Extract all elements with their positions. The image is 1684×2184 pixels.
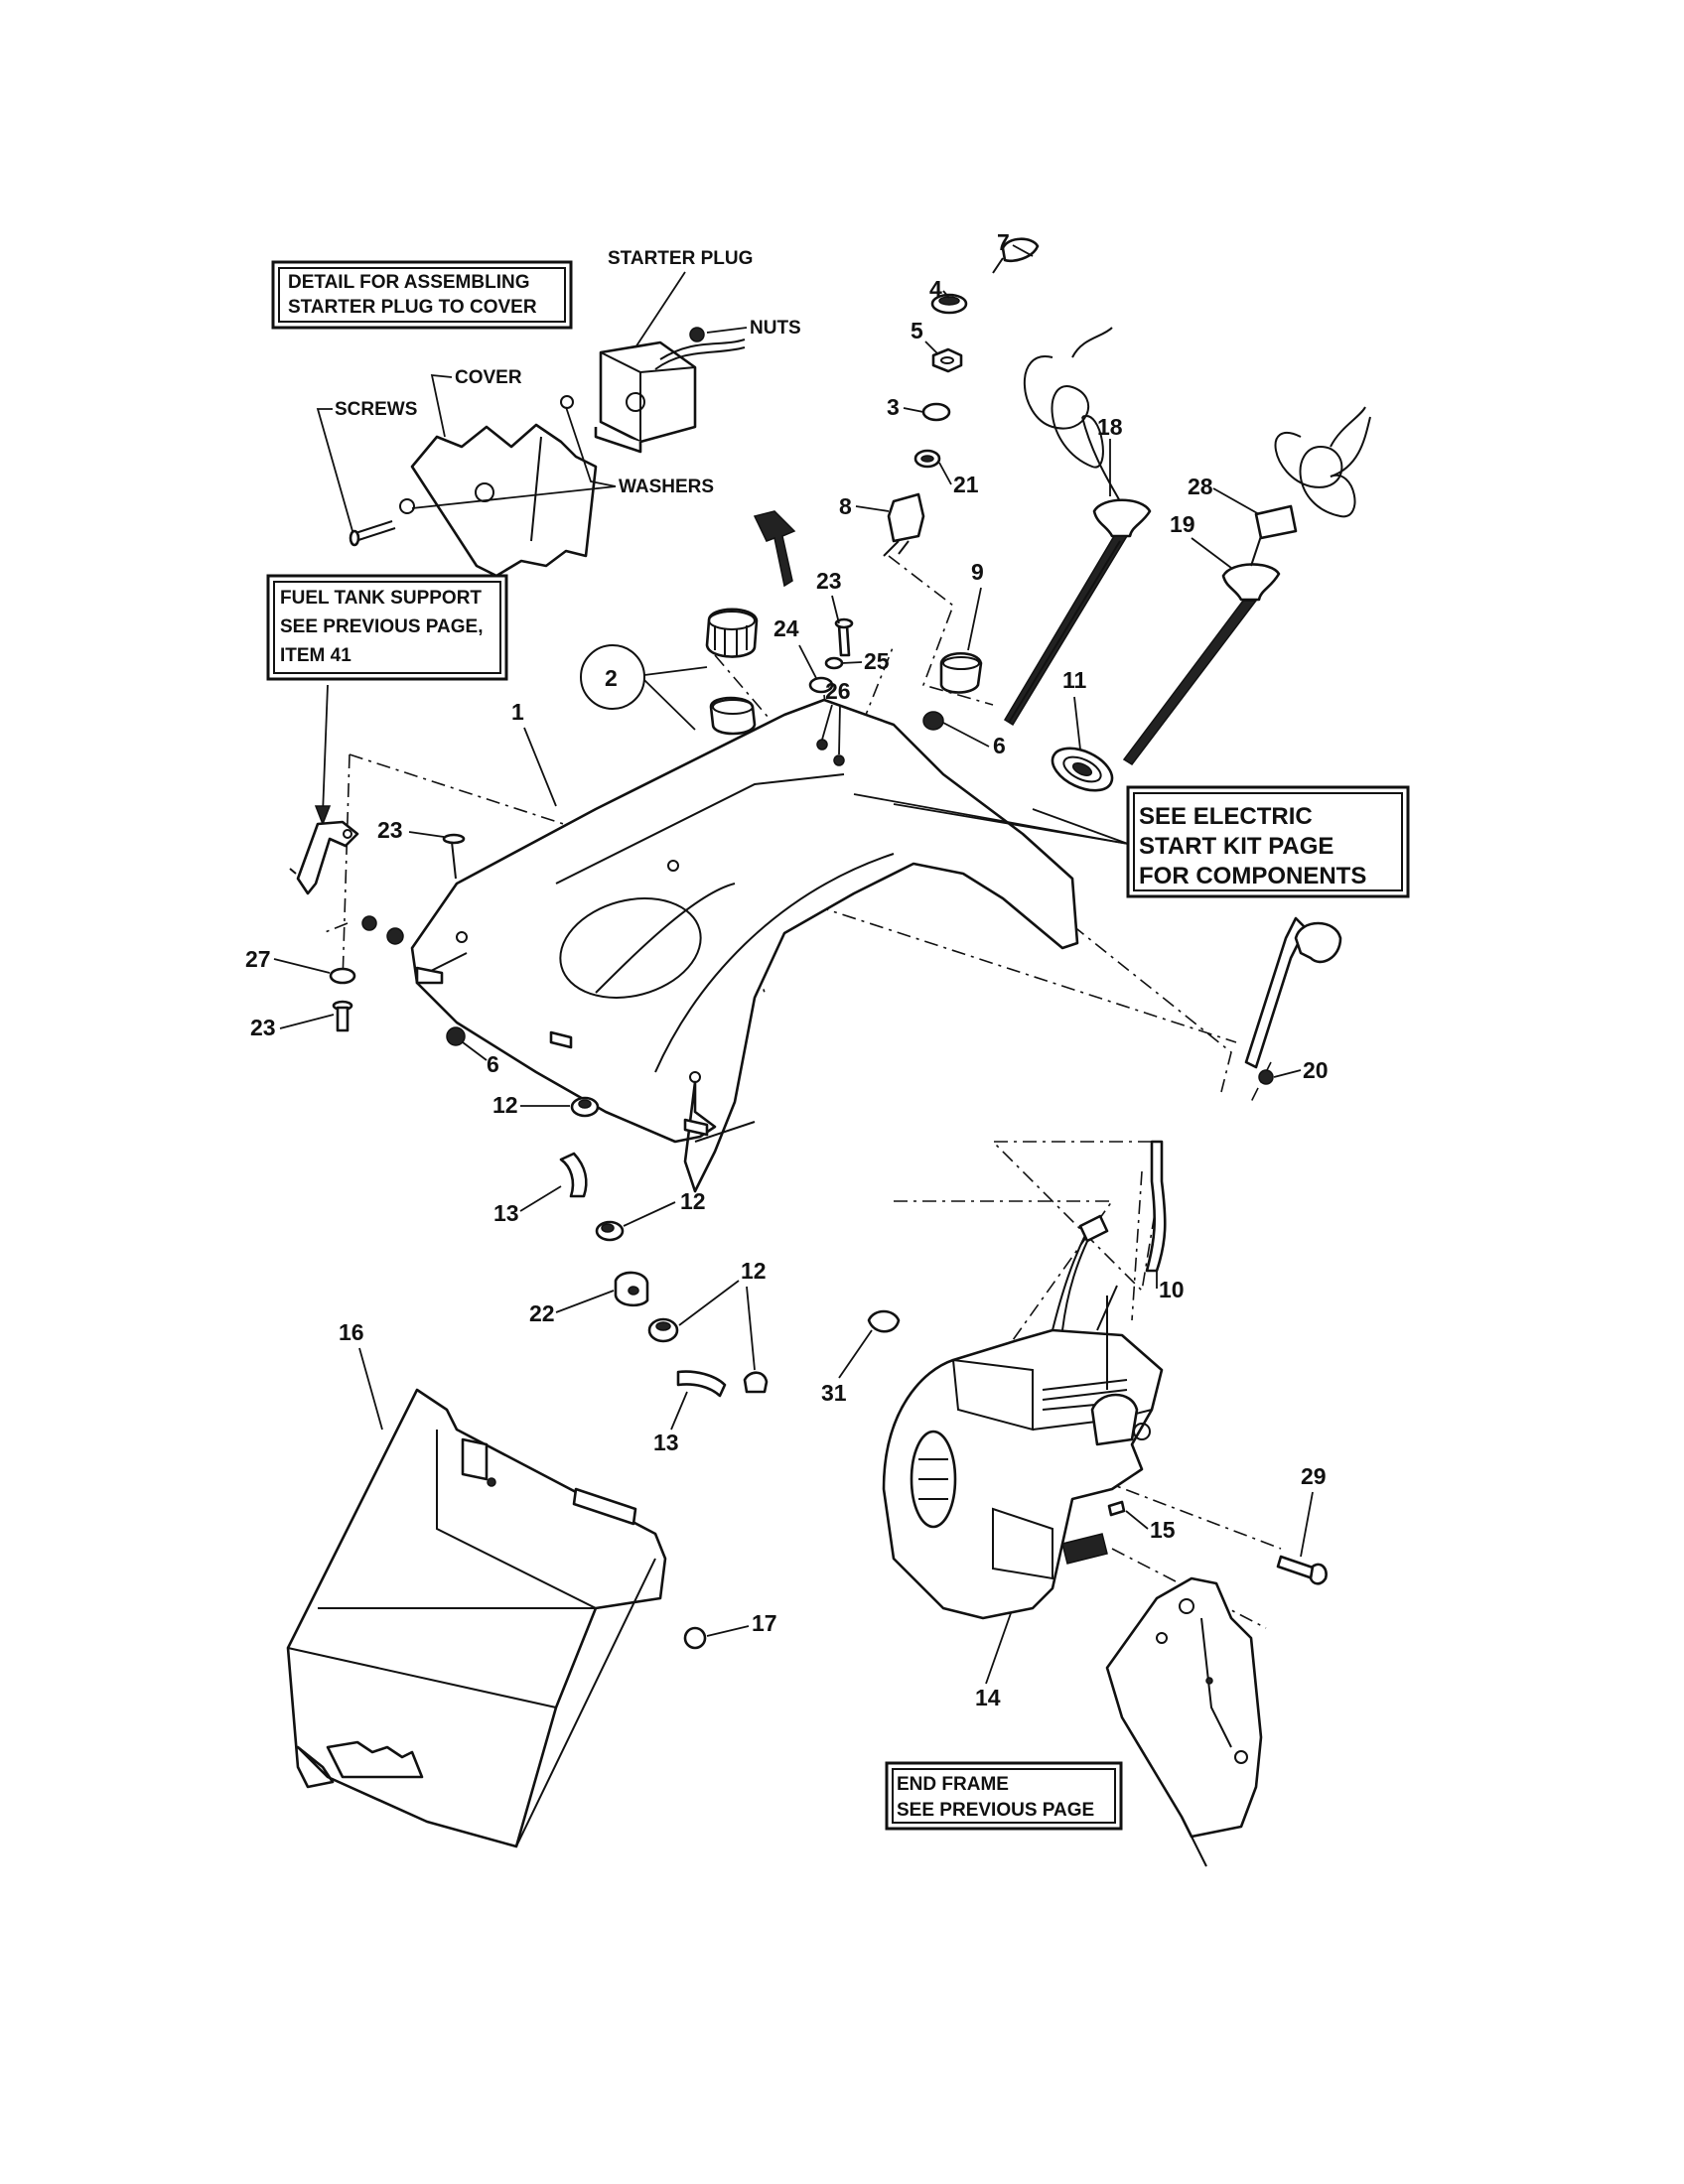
callout-24: 24 (773, 615, 799, 641)
callout-4: 4 (929, 276, 942, 302)
callout-23-lower: 23 (250, 1015, 276, 1040)
part-31 (867, 1309, 901, 1333)
end-frame-line-1: END FRAME (897, 1774, 1009, 1795)
fuel-valve-22 (614, 1271, 649, 1307)
callout-14: 14 (975, 1685, 1001, 1710)
callout-10: 10 (1159, 1277, 1185, 1302)
callout-3: 3 (887, 394, 900, 420)
callout-12-upper: 12 (492, 1092, 518, 1118)
nut-5 (931, 347, 963, 373)
fuel-tank-line-1: FUEL TANK SUPPORT (280, 588, 482, 609)
callout-15: 15 (1150, 1517, 1176, 1543)
bolt-29 (1276, 1555, 1328, 1585)
fuel-tank-support-box: FUEL TANK SUPPORT SEE PREVIOUS PAGE, ITE… (266, 574, 508, 681)
callout-19: 19 (1170, 511, 1195, 537)
fuel-cap (705, 608, 759, 658)
callout-17: 17 (752, 1610, 777, 1636)
plug-9 (939, 651, 983, 694)
washers-label: WASHERS (619, 477, 714, 497)
callout-25: 25 (864, 648, 890, 674)
detail-note-line-2: STARTER PLUG TO COVER (288, 297, 537, 318)
washer-3 (921, 402, 951, 422)
callout-11: 11 (1062, 667, 1087, 693)
bolt-23-mid (442, 833, 466, 880)
callout-16: 16 (339, 1319, 364, 1345)
callout-29: 29 (1301, 1463, 1327, 1489)
callout-18: 18 (1097, 414, 1123, 440)
starter-plug-label: STARTER PLUG (608, 248, 753, 269)
engine-14 (882, 1214, 1164, 1620)
callout-21: 21 (953, 472, 979, 497)
washer-21 (913, 449, 941, 469)
callout-27: 27 (245, 946, 271, 972)
nut-6-left (446, 1026, 466, 1046)
clamp-12-upper (570, 1096, 600, 1118)
callout-7: 7 (997, 229, 1010, 255)
rope-clip-28 (1254, 406, 1371, 540)
callout-31: 31 (821, 1380, 847, 1406)
nuts-label: NUTS (750, 318, 801, 339)
lever-20 (1244, 916, 1342, 1085)
item-2-circle (580, 644, 645, 710)
key-15 (1107, 1500, 1126, 1517)
callout-28: 28 (1188, 474, 1213, 499)
callout-2: 2 (605, 665, 618, 691)
callout-13-upper: 13 (493, 1200, 519, 1226)
screws-label: SCREWS (335, 399, 417, 420)
callout-13-lower: 13 (653, 1430, 679, 1455)
clamp-12-mid (595, 1220, 625, 1242)
nut-6-right (922, 711, 944, 731)
ignition-switch-8 (883, 492, 925, 557)
callout-23-top: 23 (816, 568, 842, 594)
fuel-tank-line-3: ITEM 41 (280, 645, 351, 666)
end-frame-plate (1105, 1576, 1263, 1867)
nut-24 (808, 676, 834, 694)
bolt-23-top (834, 617, 854, 657)
detail-note-line-1: DETAIL FOR ASSEMBLING (288, 272, 529, 293)
callout-26: 26 (825, 678, 851, 704)
washer-25 (824, 656, 844, 670)
callout-12-lower: 12 (741, 1258, 767, 1284)
callout-20: 20 (1303, 1057, 1329, 1083)
washer-27 (329, 967, 356, 985)
bolt-23-lower (332, 1000, 353, 1032)
cover-label: COVER (455, 367, 522, 388)
screw-17 (683, 1626, 707, 1650)
grommet-11 (1051, 747, 1114, 792)
detail-note-box: DETAIL FOR ASSEMBLING STARTER PLUG TO CO… (271, 260, 573, 330)
callout-6-right: 6 (993, 733, 1006, 758)
callout-5: 5 (911, 318, 923, 343)
starter-rope-handle-19 (1122, 535, 1281, 765)
electric-line-3: FOR COMPONENTS (1139, 863, 1366, 889)
callout-22: 22 (529, 1300, 555, 1326)
electric-line-1: SEE ELECTRIC (1139, 803, 1313, 830)
hose-13-lower (676, 1370, 727, 1398)
fuel-tank-shroud (410, 696, 1079, 1193)
grommet-4 (930, 293, 968, 315)
callout-8: 8 (839, 493, 852, 519)
fuel-tank-bracket (289, 820, 359, 895)
callout-23-mid: 23 (377, 817, 403, 843)
callout-9: 9 (971, 559, 984, 585)
callout-1: 1 (511, 699, 524, 725)
starter-rope-handle-18 (1003, 327, 1152, 727)
fuel-tank-line-2: SEE PREVIOUS PAGE, (280, 616, 483, 637)
clamp-12-lower (647, 1317, 679, 1343)
electric-line-2: START KIT PAGE (1139, 833, 1333, 860)
starter-plug-detail (349, 327, 796, 588)
fuel-line-10 (1145, 1140, 1167, 1273)
electric-start-box: SEE ELECTRIC START KIT PAGE FOR COMPONEN… (1126, 785, 1410, 898)
callout-6-left: 6 (487, 1051, 499, 1077)
clamp-12-right (743, 1371, 769, 1394)
chute-16 (286, 1388, 667, 1848)
callout-12-mid: 12 (680, 1188, 706, 1214)
end-frame-line-2: SEE PREVIOUS PAGE (897, 1800, 1094, 1821)
end-frame-box: END FRAME SEE PREVIOUS PAGE (885, 1761, 1123, 1831)
hose-13-upper (559, 1152, 588, 1198)
callouts: 7 4 5 3 21 8 18 28 19 23 24 25 26 9 6 11… (245, 229, 1329, 1710)
